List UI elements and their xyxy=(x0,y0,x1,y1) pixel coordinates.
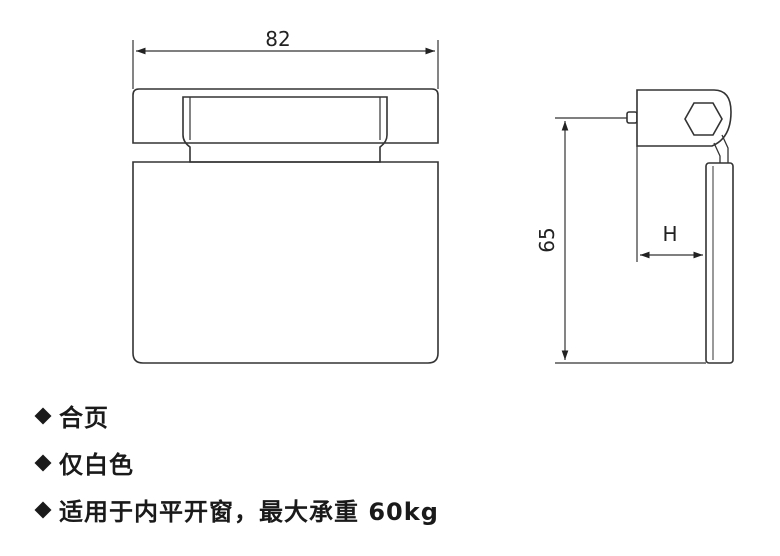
hinge-leaf-plate xyxy=(132,161,439,364)
feature-text: 适用于内平开窗，最大承重 60kg xyxy=(59,498,439,526)
diamond-bullet-icon xyxy=(34,454,52,471)
offset-dimension-label: H xyxy=(662,222,677,246)
offset-dimension xyxy=(636,146,703,262)
front-view xyxy=(132,88,439,364)
diamond-bullet-icon xyxy=(34,501,52,518)
hinge-top-bar xyxy=(132,88,439,144)
height-dimension xyxy=(555,117,706,364)
feature-item: 仅白色 xyxy=(32,439,752,486)
width-dimension xyxy=(132,40,439,89)
feature-item: 合页 xyxy=(32,392,752,439)
hinge-knuckle xyxy=(182,96,388,163)
hexagon-nut-icon xyxy=(684,102,723,136)
hinge-pin xyxy=(626,111,638,124)
diamond-bullet-icon xyxy=(34,407,52,424)
feature-text: 仅白色 xyxy=(59,451,134,479)
feature-list: 合页 仅白色 适用于内平开窗，最大承重 60kg xyxy=(32,392,752,533)
feature-text: 合页 xyxy=(59,404,109,432)
hinge-technical-drawing: 82 65 H xyxy=(132,27,734,364)
feature-item: 适用于内平开窗，最大承重 60kg xyxy=(32,486,752,533)
side-view xyxy=(626,89,734,364)
width-dimension-label: 82 xyxy=(265,27,290,51)
hinge-leaf-side xyxy=(705,162,734,364)
height-dimension-label: 65 xyxy=(535,227,559,252)
